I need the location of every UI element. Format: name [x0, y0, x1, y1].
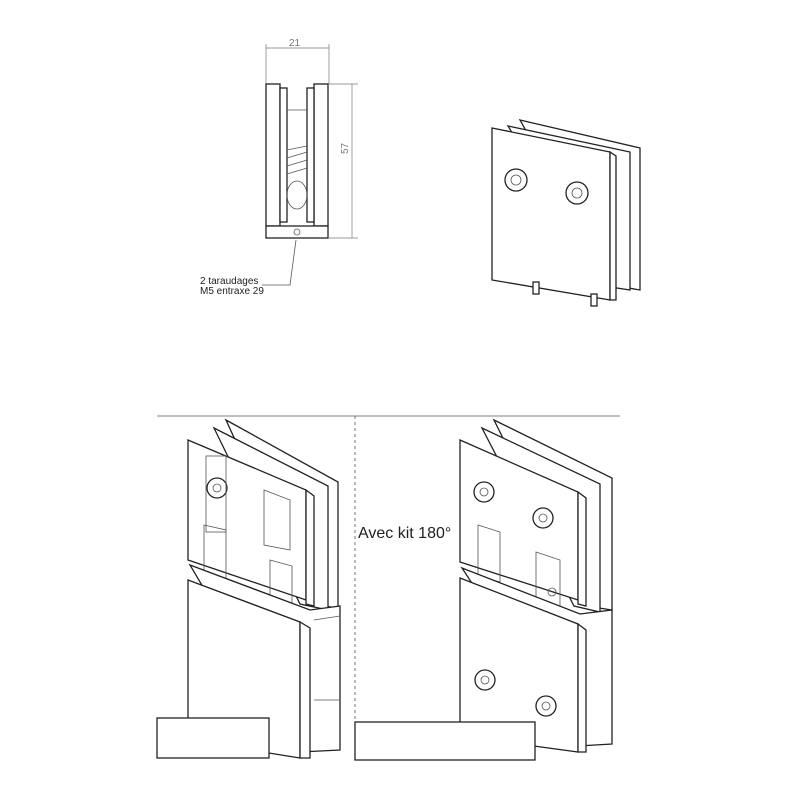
annotation-line-1: 2 taraudages — [200, 276, 258, 287]
kit-180-hinge-view — [354, 418, 613, 761]
right-label-box — [354, 721, 536, 761]
side-view: 21 57 2 taraudages M5 entraxe 29 — [200, 38, 358, 297]
annotation-line-2: M5 entraxe 29 — [200, 286, 264, 297]
width-dimension: 21 — [289, 38, 301, 49]
left-label-box — [156, 717, 270, 759]
open-hinge-view — [156, 418, 341, 759]
isometric-hinge — [491, 119, 641, 307]
height-dimension: 57 — [340, 142, 351, 154]
kit-caption: Avec kit 180° — [358, 525, 451, 542]
